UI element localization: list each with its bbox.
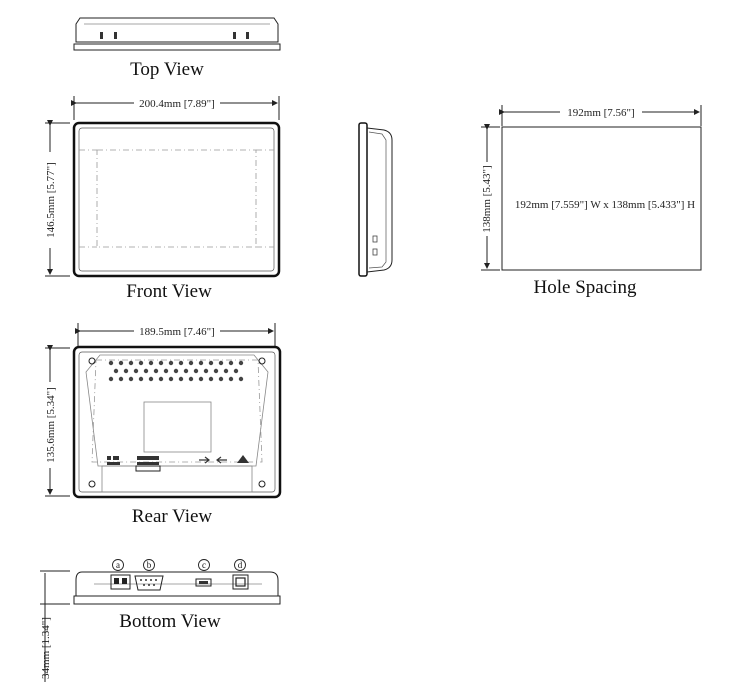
hole-spacing-drawing [480,105,702,271]
port-marker-c: c [198,559,210,571]
rear-view-caption: Rear View [132,506,213,527]
rear-width-dimension: 189.5mm [7.46"] [139,326,215,338]
front-width-dimension: 200.4mm [7.89"] [139,98,215,110]
front-view-caption: Front View [126,281,212,302]
hole-width-dimension: 192mm [7.56"] [567,107,634,119]
svg-text:a: a [116,560,120,570]
port-marker-b: b [143,559,155,571]
rear-height-dimension: 135.6mm [5.34"] [45,387,57,463]
hole-height-dimension: 138mm [5.43"] [481,165,493,232]
bottom-view-caption: Bottom View [119,611,221,632]
svg-text:b: b [147,560,152,570]
front-view-drawing [44,96,281,278]
port-marker-a: a [112,559,124,571]
front-height-dimension: 146.5mm [5.77"] [45,162,57,238]
rear-view-drawing [44,323,282,499]
top-view-caption: Top View [130,59,204,80]
bottom-view-drawing [40,570,281,682]
depth-dimension: 34mm [1.34"] [40,617,52,679]
svg-text:d: d [238,560,243,570]
port-marker-d: d [234,559,246,571]
top-view-drawing [73,17,281,51]
hole-size-note: 192mm [7.559"] W x 138mm [5.433"] H [515,199,695,211]
side-view-drawing [358,122,393,277]
svg-text:c: c [202,560,206,570]
hole-spacing-caption: Hole Spacing [534,277,637,298]
